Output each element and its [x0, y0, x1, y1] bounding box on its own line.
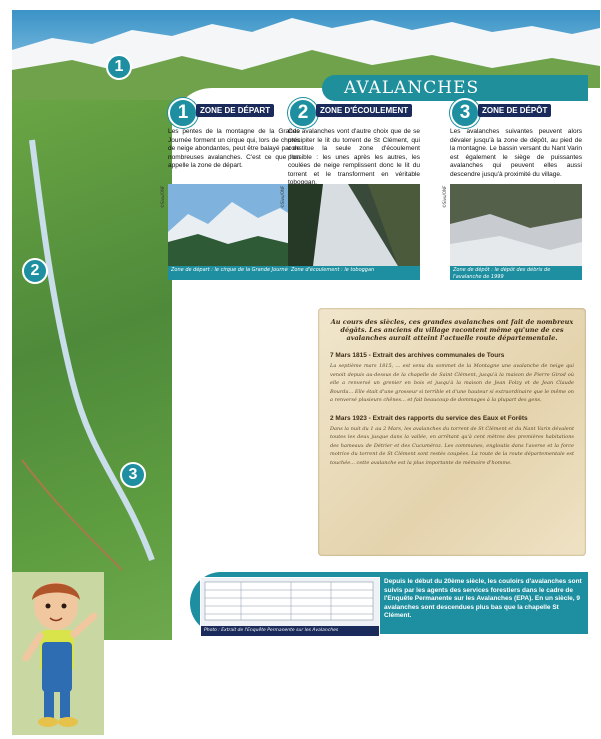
- zone-text: Ces avalanches vont d'autre choix que de…: [288, 128, 420, 186]
- zone-number: 2: [288, 98, 318, 128]
- document-caption: Photo : Extrait de l'Enquête Permanente …: [201, 626, 379, 636]
- banner-title: AVALANCHES: [322, 75, 588, 101]
- zone-text: Les pentes de la montagne de la Grande J…: [168, 128, 300, 169]
- mascot-boy-icon: [22, 582, 98, 727]
- torrent-path: [21, 139, 155, 571]
- mascot-character: [12, 572, 104, 735]
- zone-caption: Zone de dépôt : le dépôt des débris de l…: [450, 266, 582, 280]
- parchment-intro: Au cours des siècles, ces grandes avalan…: [330, 318, 574, 342]
- zone-3-photo: [450, 184, 582, 266]
- photo-credit: ©Sivu/ONF: [442, 185, 447, 208]
- zone-number: 3: [450, 98, 480, 128]
- zone-1-photo: [168, 184, 300, 266]
- zone-tag: ZONE DE DÉPÔT: [478, 104, 552, 117]
- zone-caption: Zone d'écoulement : le toboggan: [288, 266, 420, 280]
- photo-credit: ©Sivu/ONF: [280, 185, 285, 208]
- zone-tag: ZONE D'ÉCOULEMENT: [316, 104, 413, 117]
- zone-text: Les avalanches suivantes peuvent alors d…: [450, 128, 582, 178]
- zone-number: 1: [168, 98, 198, 128]
- zone-caption: Zone de départ : le cirque de la Grande …: [168, 266, 300, 280]
- map-badge-1: 1: [106, 54, 132, 80]
- zone-tag: ZONE DE DÉPART: [196, 104, 275, 117]
- entry-title: 2 Mars 1923 - Extrait des rapports du se…: [330, 414, 528, 422]
- history-parchment: Au cours des siècles, ces grandes avalan…: [318, 308, 586, 556]
- entry-body: Dans la nuit du 1 au 2 Mars, les avalanc…: [330, 425, 574, 466]
- footer-text: Depuis le début du 20ème siècle, les cou…: [384, 578, 582, 619]
- document-form-icon: [204, 581, 374, 621]
- archive-document-photo: Photo : Extrait de l'Enquête Permanente …: [200, 577, 380, 636]
- map-badge-3: 3: [120, 462, 146, 488]
- zone-2-photo: [288, 184, 420, 266]
- entry-body: La septième mars 1815, ... est venu du s…: [330, 363, 574, 403]
- map-badge-2: 2: [22, 258, 48, 284]
- entry-title: 7 Mars 1815 - Extrait des archives commu…: [330, 352, 505, 359]
- photo-credit: ©Sivu/ONF: [160, 185, 165, 208]
